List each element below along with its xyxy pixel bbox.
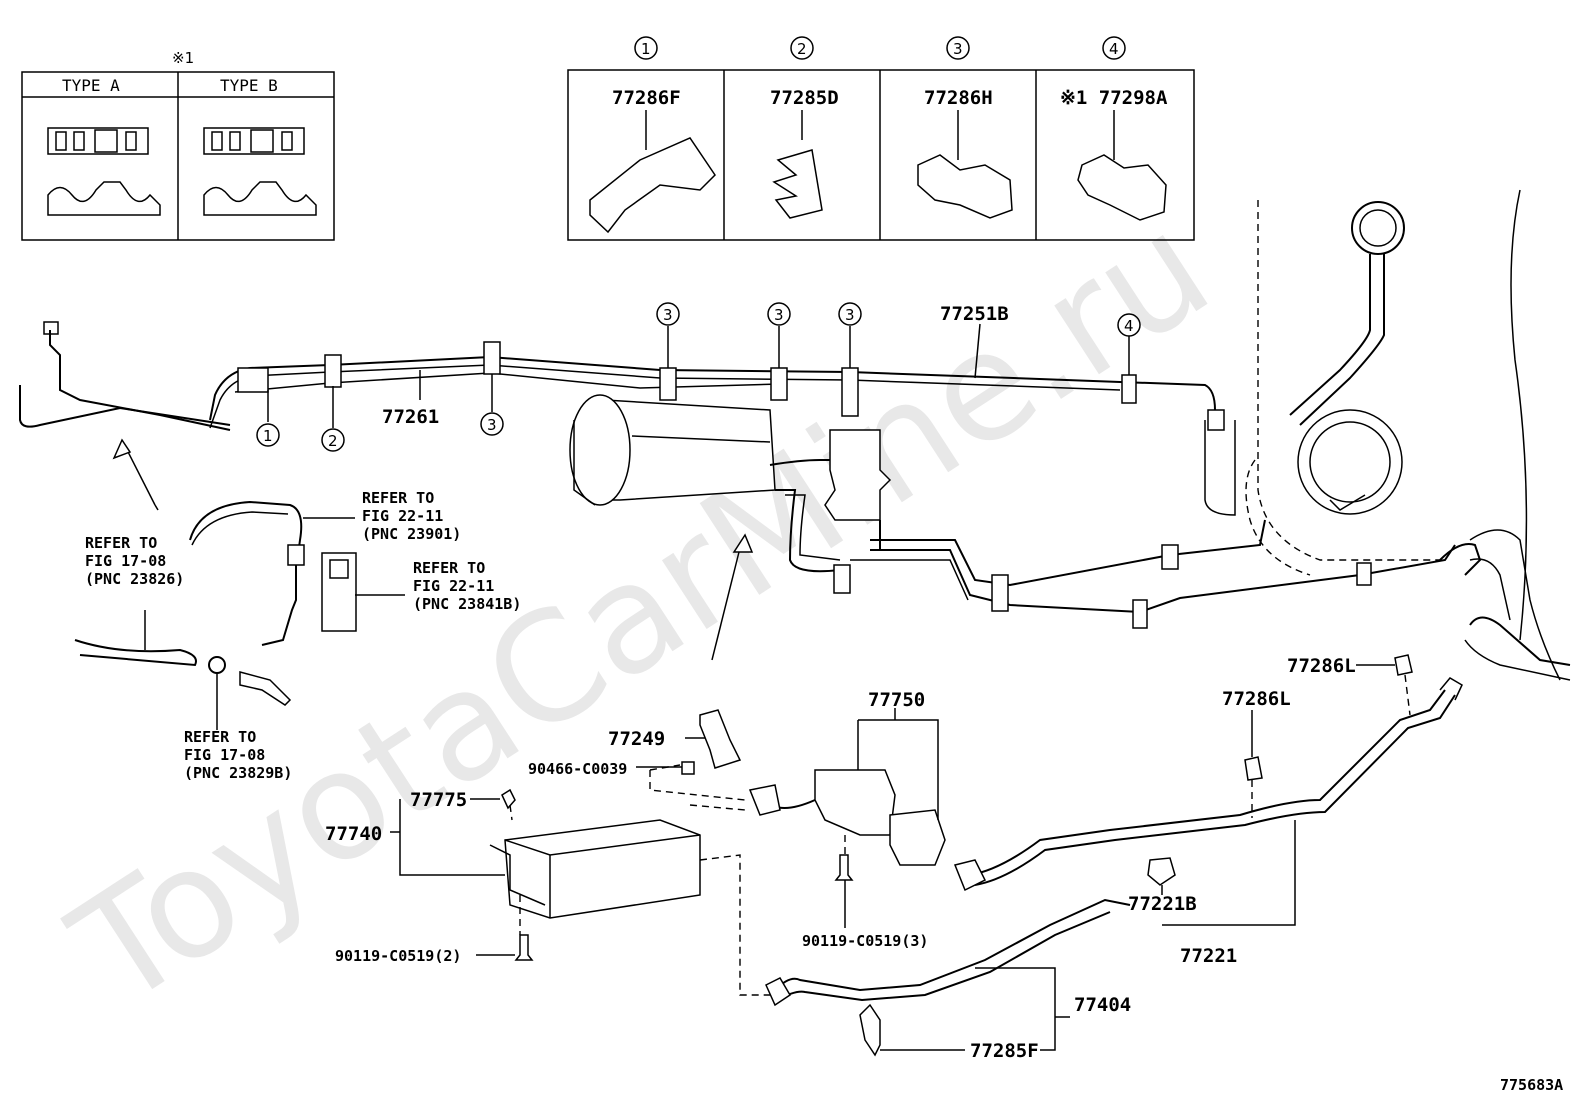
refer-1-line-1: REFER TO	[362, 489, 434, 507]
watermark: ToyotaCarMine.ru	[44, 181, 1239, 1041]
refer-block-2: REFER TO FIG 22-11 (PNC 23841B)	[413, 559, 521, 613]
type-table-note: ※1	[172, 49, 194, 67]
label-77221B: 77221B	[1128, 893, 1197, 915]
type-b-label: TYPE B	[220, 76, 278, 95]
label-77286L-a: 77286L	[1287, 655, 1356, 677]
refer-3-line-2: FIG 17-08	[85, 552, 166, 570]
type-a-clip-image	[47, 127, 161, 216]
label-77740: 77740	[325, 823, 382, 845]
label-77286L-b: 77286L	[1222, 688, 1291, 710]
legend-part-1: 77286F	[612, 87, 681, 109]
type-b-clip-image	[203, 127, 317, 216]
marker-3a: 3	[487, 416, 497, 434]
legend-part-2: 77285D	[770, 87, 839, 109]
refer-block-1: REFER TO FIG 22-11 (PNC 23901)	[362, 489, 461, 543]
lower-leaders	[390, 664, 1395, 1051]
clip-markers: 1 2 3 3 3 3 4	[256, 302, 1141, 452]
label-77775: 77775	[410, 789, 467, 811]
marker-1: 1	[263, 427, 273, 445]
marker-3b: 3	[663, 306, 673, 324]
marker-3d: 3	[845, 306, 855, 324]
legend-num-1: 1	[641, 40, 651, 58]
refer-4-line-2: FIG 17-08	[184, 746, 265, 764]
refer-2-line-2: FIG 22-11	[413, 577, 494, 595]
refer-2-line-1: REFER TO	[413, 559, 485, 577]
label-77750: 77750	[868, 689, 925, 711]
clip-77286F-image	[589, 137, 716, 234]
figure-id: 775683A	[1500, 1076, 1563, 1094]
label-77261: 77261	[382, 406, 439, 428]
legend-part-3: 77286H	[924, 87, 993, 109]
legend-num-2: 2	[797, 40, 807, 58]
label-77251B: 77251B	[940, 303, 1009, 325]
refer-4-line-3: (PNC 23829B)	[184, 764, 292, 782]
type-table: ※1 TYPE A TYPE B	[21, 49, 335, 241]
label-90466-C0039: 90466-C0039	[528, 760, 627, 778]
label-90119-C0519-2: 90119-C0519(2)	[335, 947, 461, 965]
refer-3-line-3: (PNC 23826)	[85, 570, 184, 588]
clip-77298A-image	[1077, 154, 1167, 221]
canister-77740	[504, 819, 701, 919]
legend-num-3: 3	[953, 40, 963, 58]
label-90119-C0519-3: 90119-C0519(3)	[802, 932, 928, 950]
refer-4-line-1: REFER TO	[184, 728, 256, 746]
marker-4: 4	[1124, 317, 1134, 335]
refer-3-line-1: REFER TO	[85, 534, 157, 552]
label-77404: 77404	[1074, 994, 1131, 1016]
refer-1-line-3: (PNC 23901)	[362, 525, 461, 543]
upper-pipe-assembly	[19, 189, 1571, 706]
type-a-label: TYPE A	[62, 76, 120, 95]
lower-assembly	[489, 654, 1463, 1057]
legend-num-4: 4	[1109, 40, 1119, 58]
refer-1-line-2: FIG 22-11	[362, 507, 443, 525]
clip-legend-table: 1 2 3 4 77286F 77285D 77286H ※1 77298A	[567, 36, 1195, 241]
refer-block-3: REFER TO FIG 17-08 (PNC 23826)	[85, 534, 184, 588]
refer-2-line-3: (PNC 23841B)	[413, 595, 521, 613]
label-77249: 77249	[608, 728, 665, 750]
refer-block-4: REFER TO FIG 17-08 (PNC 23829B)	[184, 728, 292, 782]
label-77285F: 77285F	[970, 1040, 1039, 1062]
clip-77285D-image	[772, 149, 823, 219]
upper-leaders	[144, 323, 1130, 730]
clip-77286H-image	[917, 154, 1013, 219]
legend-part-4: ※1 77298A	[1060, 87, 1168, 109]
label-77221: 77221	[1180, 945, 1237, 967]
marker-2: 2	[328, 432, 338, 450]
marker-3c: 3	[774, 306, 784, 324]
